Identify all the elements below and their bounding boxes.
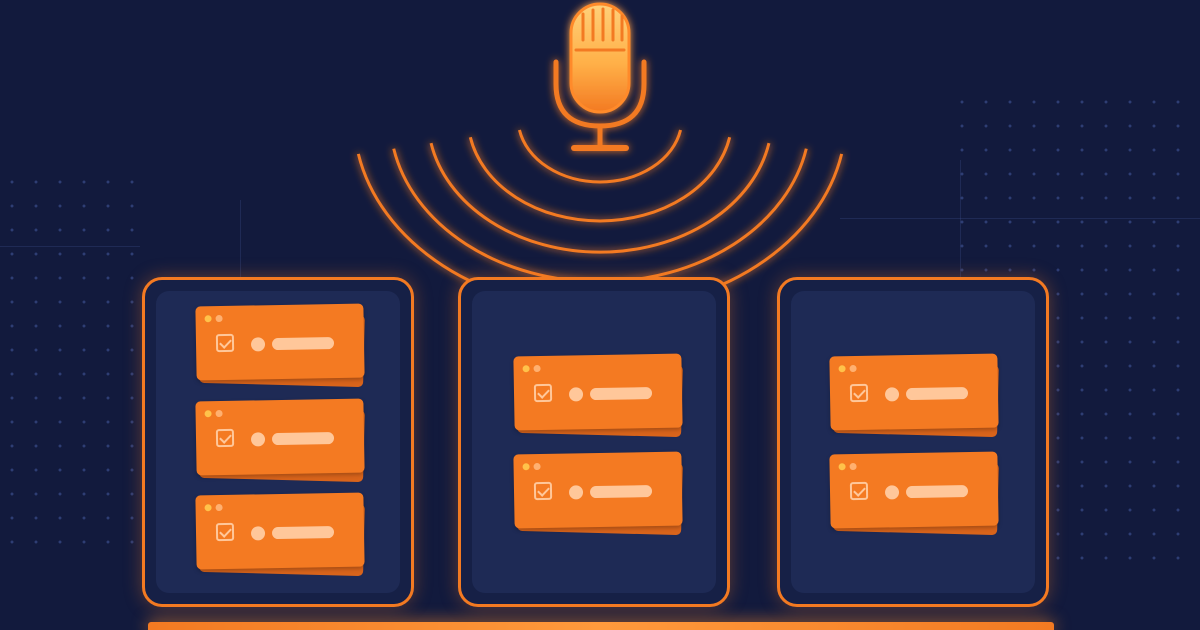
text-placeholder-bar xyxy=(905,485,969,499)
window-dot-icon xyxy=(204,504,212,512)
bullet-icon xyxy=(568,387,584,402)
text-placeholder-bar xyxy=(905,387,969,401)
text-placeholder-bar xyxy=(271,337,335,351)
checkbox-checked-icon xyxy=(215,333,235,353)
text-placeholder-bar xyxy=(271,432,335,446)
task-card xyxy=(195,492,366,577)
bullet-icon xyxy=(250,526,266,541)
window-dot-icon xyxy=(522,365,530,373)
task-card xyxy=(195,398,366,483)
sound-wave-arc xyxy=(468,136,732,223)
task-card xyxy=(513,451,684,536)
microphone-icon xyxy=(553,2,647,151)
sound-wave-arc xyxy=(429,142,771,254)
text-placeholder-bar xyxy=(589,387,653,401)
window-dot-icon xyxy=(204,315,212,323)
grid-line xyxy=(840,218,1200,219)
window-dot-icon xyxy=(522,463,530,471)
card-face xyxy=(195,492,365,570)
bullet-icon xyxy=(884,485,900,500)
window-dot-icon xyxy=(204,410,212,418)
checkbox-checked-icon xyxy=(849,481,869,501)
task-card xyxy=(513,353,684,438)
card-face xyxy=(829,451,999,529)
grid-line xyxy=(240,200,241,280)
bullet-icon xyxy=(884,387,900,402)
window-dot-icon xyxy=(215,503,223,512)
window-dot-icon xyxy=(533,364,541,373)
grid-line xyxy=(0,246,140,247)
window-dot-icon xyxy=(838,365,846,373)
glowing-floor-bar xyxy=(148,622,1054,630)
text-placeholder-bar xyxy=(271,526,335,540)
card-face xyxy=(513,451,683,529)
sound-wave-arc xyxy=(392,148,808,284)
card-face xyxy=(195,398,365,476)
grid-line xyxy=(960,160,961,280)
checkbox-checked-icon xyxy=(215,522,235,542)
window-dot-icon xyxy=(849,364,857,373)
task-column-3 xyxy=(777,277,1049,607)
task-card xyxy=(195,303,366,388)
task-column-2 xyxy=(458,277,730,607)
sound-wave-arc xyxy=(517,129,683,184)
card-face xyxy=(195,303,365,381)
window-dot-icon xyxy=(215,409,223,418)
task-card xyxy=(829,353,1000,438)
sound-wave-icon xyxy=(356,129,844,300)
window-dot-icon xyxy=(533,462,541,471)
window-dot-icon xyxy=(215,314,223,323)
microphone-broadcast xyxy=(356,2,844,300)
bullet-icon xyxy=(250,432,266,447)
window-dot-icon xyxy=(849,462,857,471)
checkbox-checked-icon xyxy=(849,383,869,403)
task-card xyxy=(829,451,1000,536)
dot-grid-left xyxy=(0,170,140,550)
bullet-icon xyxy=(568,485,584,500)
card-face xyxy=(829,353,999,431)
sound-wave-arc xyxy=(356,153,844,300)
text-placeholder-bar xyxy=(589,485,653,499)
checkbox-checked-icon xyxy=(215,428,235,448)
bullet-icon xyxy=(250,337,266,352)
checkbox-checked-icon xyxy=(533,383,553,403)
window-dot-icon xyxy=(838,463,846,471)
checkbox-checked-icon xyxy=(533,481,553,501)
card-face xyxy=(513,353,683,431)
